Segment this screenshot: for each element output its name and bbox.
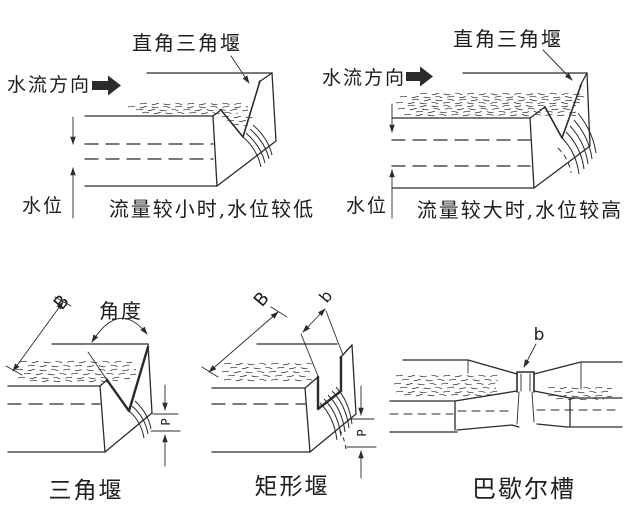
channel-drawing-triangular — [7, 343, 153, 453]
weir-label: 直角三角堰 — [132, 31, 242, 55]
notch-width-dimension — [300, 308, 344, 377]
throat-leader-line — [523, 343, 537, 368]
water-jet — [128, 400, 152, 439]
width-dimension — [5, 296, 72, 376]
panel-caption: 巴歇尔槽 — [472, 475, 576, 503]
panel-rectangular-weir: B b P 矩形堰 — [201, 286, 377, 500]
flow-direction-label: 水流方向 — [7, 74, 91, 96]
panel-high-flow: 直角三角堰 水流方向 — [322, 27, 623, 222]
flume-drawing — [389, 359, 623, 433]
channel-drawing-high — [391, 72, 597, 189]
channel-drawing-rectangular — [211, 343, 357, 453]
crest-height-dimension — [150, 384, 181, 467]
throat-width-label: b — [534, 325, 545, 345]
rectangular-notch — [316, 355, 343, 411]
v-notch — [220, 80, 261, 138]
crest-height-label: P — [355, 429, 369, 436]
water-level-label: 水位 — [22, 195, 64, 217]
channel-drawing-low — [84, 72, 277, 187]
angle-arc — [91, 318, 148, 343]
panel-parshall-flume: b 巴歇尔槽 — [389, 325, 623, 503]
weir-label: 直角三角堰 — [453, 27, 563, 51]
water-surface-texture — [393, 374, 613, 401]
panel-triangular-weir: B 角度 P 三角堰 — [5, 291, 181, 504]
notch-width-label: b — [315, 286, 336, 306]
flow-direction-arrow-icon — [92, 75, 121, 96]
water-jet — [319, 386, 353, 451]
width-dimension-label: B — [250, 288, 274, 311]
weir-leader-line — [542, 49, 573, 81]
throat — [516, 371, 535, 393]
panel-caption: 流量较大时,水位较高 — [417, 198, 623, 222]
water-surface-texture — [127, 102, 255, 127]
weir-leader-line — [230, 55, 250, 84]
angle-label: 角度 — [99, 299, 143, 323]
water-level-label: 水位 — [346, 195, 388, 217]
water-surface-texture — [395, 92, 585, 117]
water-surface-texture — [15, 360, 137, 383]
panel-caption: 三角堰 — [49, 478, 124, 504]
crest-height-dimension — [346, 385, 377, 479]
water-jet — [242, 124, 273, 168]
width-dimension — [201, 306, 288, 378]
crest-height-label: P — [159, 418, 173, 425]
panel-caption: 流量较小时,水位较低 — [109, 197, 315, 221]
water-jet — [557, 112, 597, 175]
panel-caption: 矩形堰 — [255, 474, 330, 500]
width-dimension-label: B — [50, 291, 74, 314]
water-surface-texture — [221, 362, 313, 382]
panel-low-flow: 直角三角堰 水流方向 — [7, 31, 315, 221]
flow-direction-arrow-icon — [406, 66, 433, 87]
flow-direction-label: 水流方向 — [322, 67, 406, 89]
